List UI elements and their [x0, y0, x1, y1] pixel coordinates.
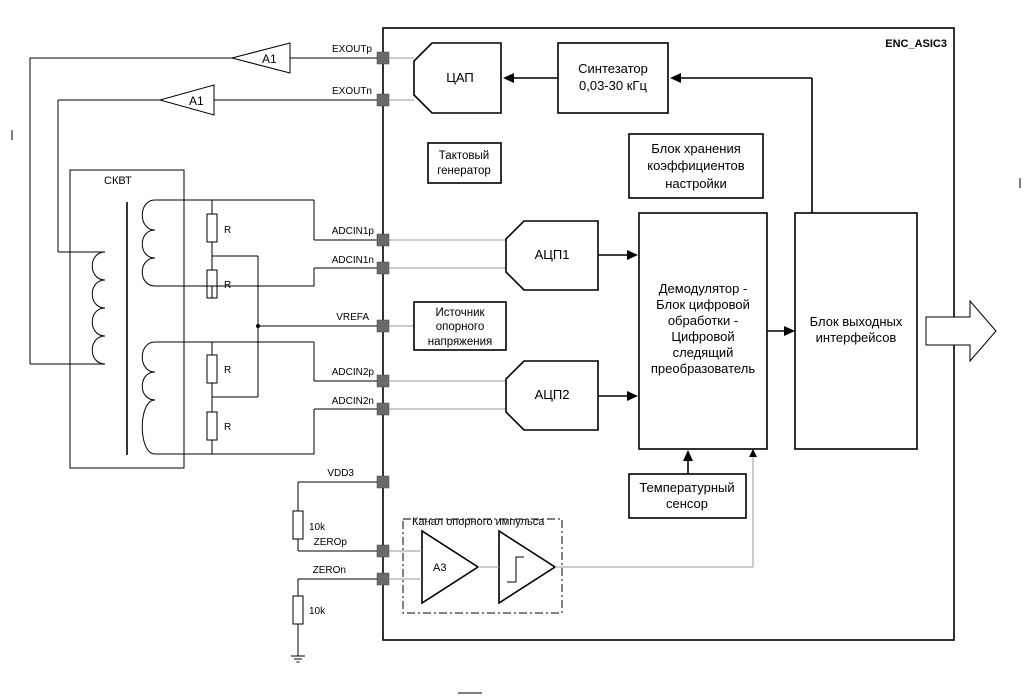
- demodulator-label-4: Цифровой: [671, 329, 734, 344]
- pin-label-adcin2n: ADCIN2n: [332, 396, 374, 407]
- pin-label-adcin1n: ADCIN1n: [332, 255, 374, 266]
- pin-adcin1n: [376, 261, 390, 275]
- synthesizer-block: Синтезатор 0,03-30 кГц: [557, 42, 669, 114]
- voltage-reference-block: Источник опорного напряжения: [413, 301, 507, 351]
- synthesizer-label-2: 0,03-30 кГц: [579, 78, 647, 93]
- resistor-label-4: R: [224, 422, 231, 433]
- signal-arrows: [503, 73, 813, 474]
- reference-pulse-channel-label: Канал опорного импульса: [412, 516, 545, 528]
- resistor-label-1: R: [224, 225, 231, 236]
- pullup-label: 10k: [309, 522, 326, 533]
- voltage-reference-label-1: Источник: [435, 307, 485, 319]
- output-interfaces-block: Блок выходных интерфейсов: [794, 212, 918, 450]
- coefficient-storage-label-3: настройки: [665, 176, 727, 191]
- resistor-network: R R R R: [206, 200, 260, 454]
- amplifier-a1-bottom-label: A1: [189, 94, 204, 108]
- coefficient-storage-block: Блок хранения коэффициентов настройки: [628, 133, 764, 199]
- pin-label-zeron: ZEROn: [313, 565, 346, 576]
- temperature-sensor-label-2: сенсор: [666, 496, 708, 511]
- hysteresis-icon: [507, 556, 524, 583]
- pin-exoutp: [376, 51, 390, 65]
- amplifier-a1-bottom: A1: [158, 84, 215, 116]
- clock-generator-block: Тактовый генератор: [427, 142, 502, 184]
- adc1-label: АЦП1: [535, 247, 570, 262]
- adc1-block: АЦП1: [505, 220, 599, 291]
- ground-icon: [291, 655, 305, 663]
- resistor-label-3: R: [224, 365, 231, 376]
- adc2-block: АЦП2: [505, 360, 599, 431]
- demodulator-label-3: обработки -: [668, 313, 738, 328]
- demodulator-label-5: следящий: [673, 345, 734, 360]
- primary-coil: [91, 251, 106, 365]
- pin-adcin1p: [376, 233, 390, 247]
- amplifier-a3-label: A3: [433, 562, 446, 574]
- pin-label-exoutn: EXOUTn: [332, 86, 372, 97]
- adc2-label: АЦП2: [535, 387, 570, 402]
- secondary-coil-2: [141, 341, 156, 455]
- demodulator-block: Демодулятор - Блок цифровой обработки - …: [638, 212, 768, 450]
- demodulator-label-2: Блок цифровой: [656, 297, 750, 312]
- pin-adcin2p: [376, 374, 390, 388]
- pin-label-adcin1p: ADCIN1p: [332, 226, 375, 237]
- demodulator-label-1: Демодулятор -: [659, 281, 748, 296]
- temperature-sensor-label-1: Температурный: [639, 480, 734, 495]
- reference-pulse-channel: Канал опорного импульса A3: [402, 516, 563, 614]
- pulldown-label: 10k: [309, 606, 326, 617]
- pin-label-adcin2p: ADCIN2p: [332, 367, 375, 378]
- resolver-frame: [69, 169, 185, 469]
- clock-generator-label-1: Тактовый: [439, 150, 489, 162]
- pin-zeron: [376, 572, 390, 586]
- secondary-coil-1: [141, 199, 156, 287]
- pin-exoutn: [376, 93, 390, 107]
- output-interfaces-label-2: интерфейсов: [816, 330, 897, 345]
- dac-label: ЦАП: [446, 70, 474, 85]
- synthesizer-label-1: Синтезатор: [578, 61, 648, 76]
- pin-vrefa: [376, 319, 390, 333]
- voltage-reference-label-2: опорного: [436, 321, 485, 333]
- amplifier-a1-top: A1: [230, 42, 291, 74]
- pin-adcin2n: [376, 402, 390, 416]
- pin-vdd3: [376, 475, 390, 489]
- chip-pins: [376, 51, 390, 586]
- pin-label-exoutp: EXOUTp: [332, 44, 372, 55]
- amplifier-a1-top-label: A1: [262, 52, 277, 66]
- resolver-label: СКВТ: [104, 175, 132, 187]
- pin-label-vdd3: VDD3: [327, 468, 354, 479]
- demodulator-label-6: преобразователь: [651, 361, 755, 376]
- clock-generator-label-2: генератор: [437, 165, 491, 177]
- voltage-reference-label-3: напряжения: [428, 336, 493, 348]
- pin-label-zerop: ZEROp: [314, 537, 348, 548]
- coefficient-storage-label-1: Блок хранения: [651, 141, 741, 156]
- output-interfaces-label-1: Блок выходных: [810, 314, 903, 329]
- coefficient-storage-label-2: коэффициентов: [647, 158, 745, 173]
- output-bus-arrow-icon: [925, 299, 997, 363]
- pin-zerop: [376, 544, 390, 558]
- resolver: СКВТ: [69, 169, 212, 469]
- dac-block: ЦАП: [413, 42, 502, 114]
- pin-label-vrefa: VREFA: [336, 312, 369, 323]
- temperature-sensor-block: Температурный сенсор: [628, 473, 747, 519]
- chip-name: ENC_ASIC3: [885, 38, 947, 50]
